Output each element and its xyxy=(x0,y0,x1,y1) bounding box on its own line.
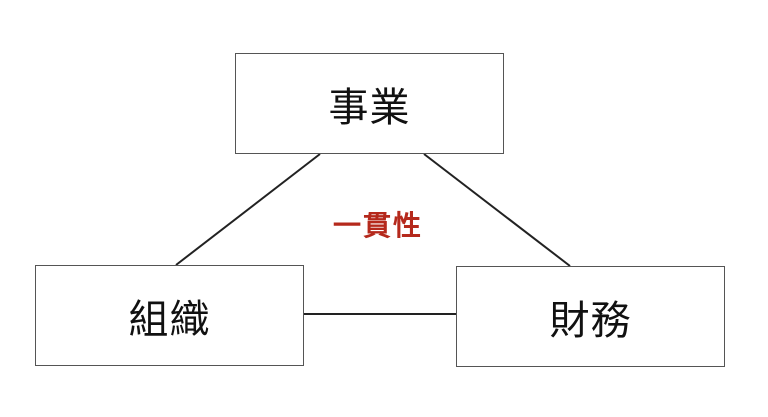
node-business: 事業 xyxy=(235,53,504,154)
connector-top-left xyxy=(175,153,321,266)
node-business-label: 事業 xyxy=(328,84,411,131)
node-organization-label: 組織 xyxy=(128,296,211,343)
node-finance: 財務 xyxy=(456,266,725,367)
center-label-consistency: 一貫性 xyxy=(332,209,423,242)
connector-top-right xyxy=(423,153,571,267)
node-organization: 組織 xyxy=(35,265,304,366)
node-finance-label: 財務 xyxy=(549,297,632,344)
